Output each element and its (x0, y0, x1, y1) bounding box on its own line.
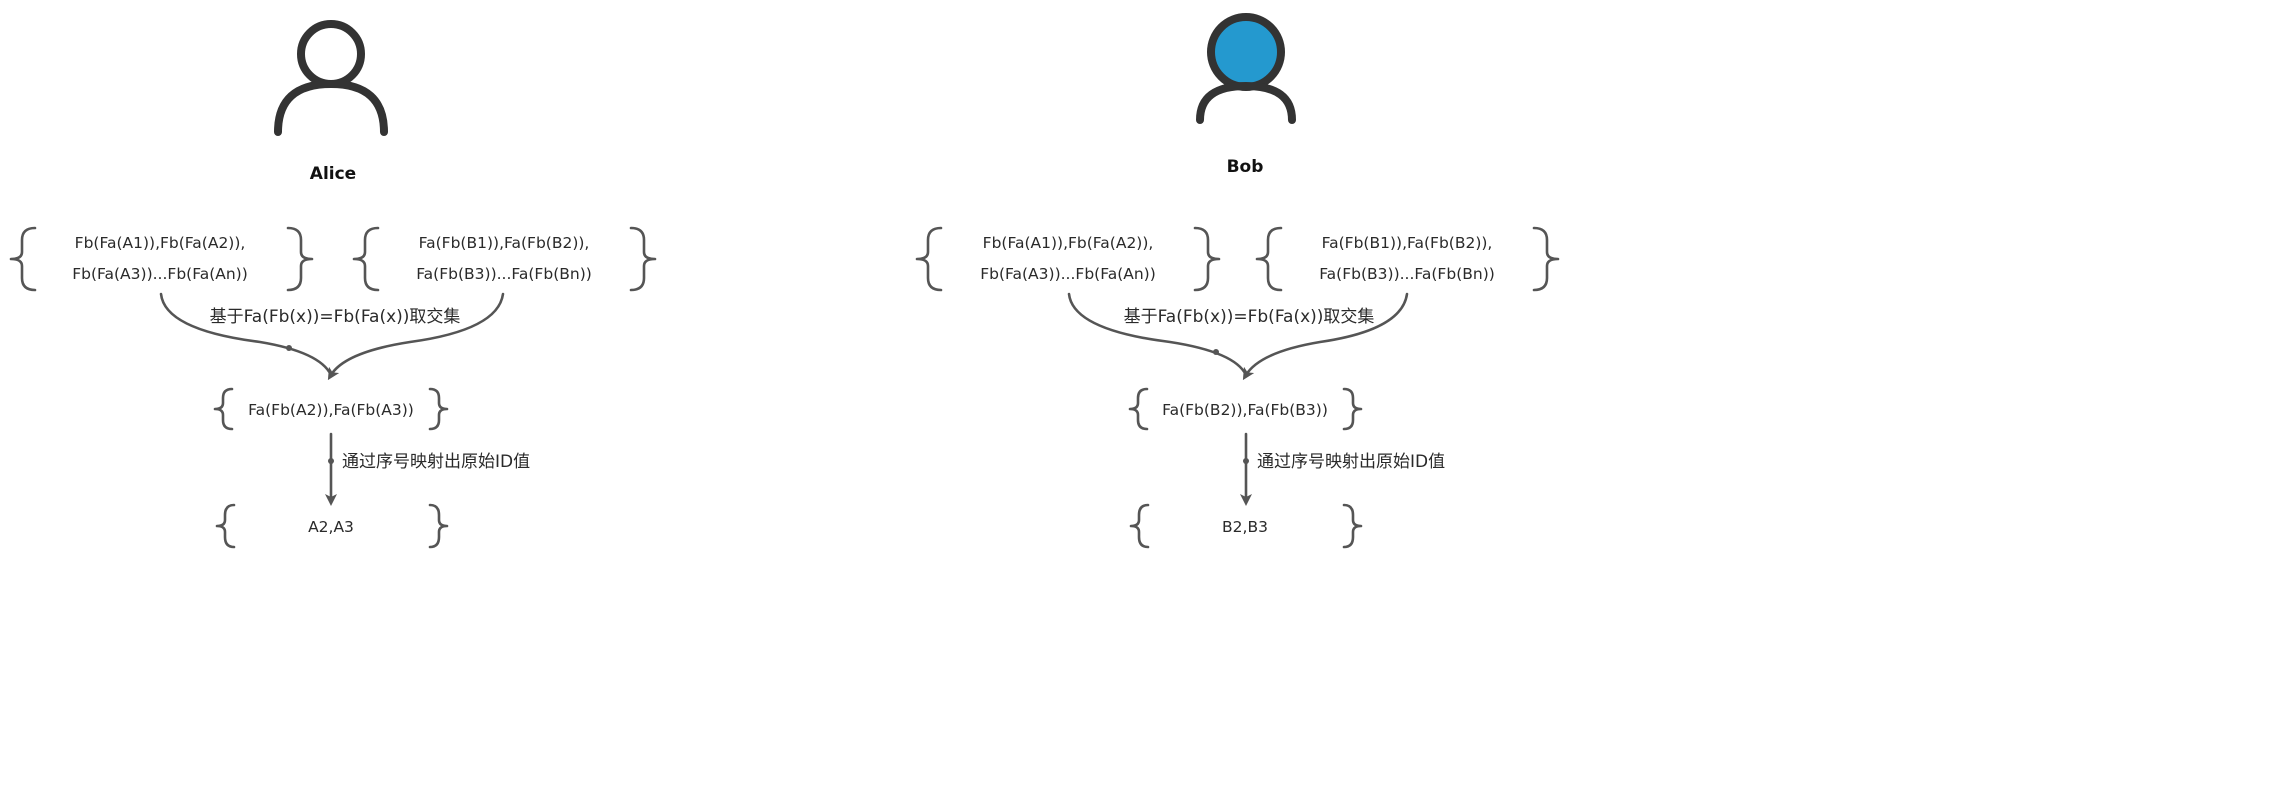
left-brace (9, 226, 37, 292)
set-b-line-2: Fa(Fb(B3))...Fa(Fb(Bn)) (1319, 265, 1495, 283)
merge-connector-right (1242, 292, 1409, 381)
merge-connector-right (327, 292, 505, 381)
result-set: B2,B3 (1222, 518, 1268, 536)
right-brace (629, 226, 657, 292)
set-b-line-2: Fa(Fb(B3))...Fa(Fb(Bn)) (416, 265, 592, 283)
map-label: 通过序号映射出原始ID值 (1257, 452, 1445, 472)
merge-connector-left (159, 292, 333, 377)
set-a-line-2: Fb(Fa(A3))...Fb(Fa(An)) (980, 265, 1156, 283)
user-shoulders (274, 79, 388, 136)
right-brace (1532, 226, 1560, 292)
user-name: Bob (1227, 157, 1264, 177)
set-a-line-1: Fb(Fa(A1)),Fb(Fa(A2)), (75, 234, 246, 252)
left-brace (1255, 226, 1283, 292)
user-head (1207, 13, 1285, 91)
left-brace (915, 226, 943, 292)
right-brace (1342, 503, 1363, 549)
left-brace (213, 387, 234, 431)
user-name: Alice (310, 164, 356, 184)
left-brace (352, 226, 380, 292)
result-set: A2,A3 (308, 518, 354, 536)
left-brace (215, 503, 236, 549)
connector-dot (328, 458, 334, 464)
intersect-label: 基于Fa(Fb(x))=Fb(Fa(x))取交集 (1124, 307, 1375, 327)
set-a-line-1: Fb(Fa(A1)),Fb(Fa(A2)), (983, 234, 1154, 252)
connector-dot (1213, 349, 1219, 355)
intersect-label: 基于Fa(Fb(x))=Fb(Fa(x))取交集 (210, 307, 461, 327)
merge-connector-left (1067, 292, 1248, 377)
user-shoulders (1196, 81, 1296, 124)
connector-dot (286, 345, 292, 351)
user-head (297, 20, 365, 88)
set-b-line-1: Fa(Fb(B1)),Fa(Fb(B2)), (1322, 234, 1493, 252)
right-brace (428, 503, 449, 549)
left-brace (1128, 387, 1149, 431)
right-brace (428, 387, 449, 431)
map-label: 通过序号映射出原始ID值 (342, 452, 530, 472)
bob-panel: Bob Fb(Fa(A1)),Fb(Fa(A2)), Fb(Fa(A3))...… (915, 13, 1560, 549)
right-brace (1342, 387, 1363, 431)
right-brace (286, 226, 314, 292)
set-b-line-1: Fa(Fb(B1)),Fa(Fb(B2)), (419, 234, 590, 252)
left-brace (1129, 503, 1150, 549)
user-icon (1196, 13, 1296, 124)
right-brace (1193, 226, 1221, 292)
intersection-set: Fa(Fb(A2)),Fa(Fb(A3)) (248, 401, 414, 419)
intersection-set: Fa(Fb(B2)),Fa(Fb(B3)) (1162, 401, 1328, 419)
alice-panel: Alice Fb(Fa(A1)),Fb(Fa(A2)), Fb(Fa(A3)).… (9, 20, 657, 549)
set-a-line-2: Fb(Fa(A3))...Fb(Fa(An)) (72, 265, 248, 283)
user-icon (274, 20, 388, 136)
diagram-canvas: Alice Fb(Fa(A1)),Fb(Fa(A2)), Fb(Fa(A3)).… (9, 13, 1560, 549)
connector-dot (1243, 458, 1249, 464)
